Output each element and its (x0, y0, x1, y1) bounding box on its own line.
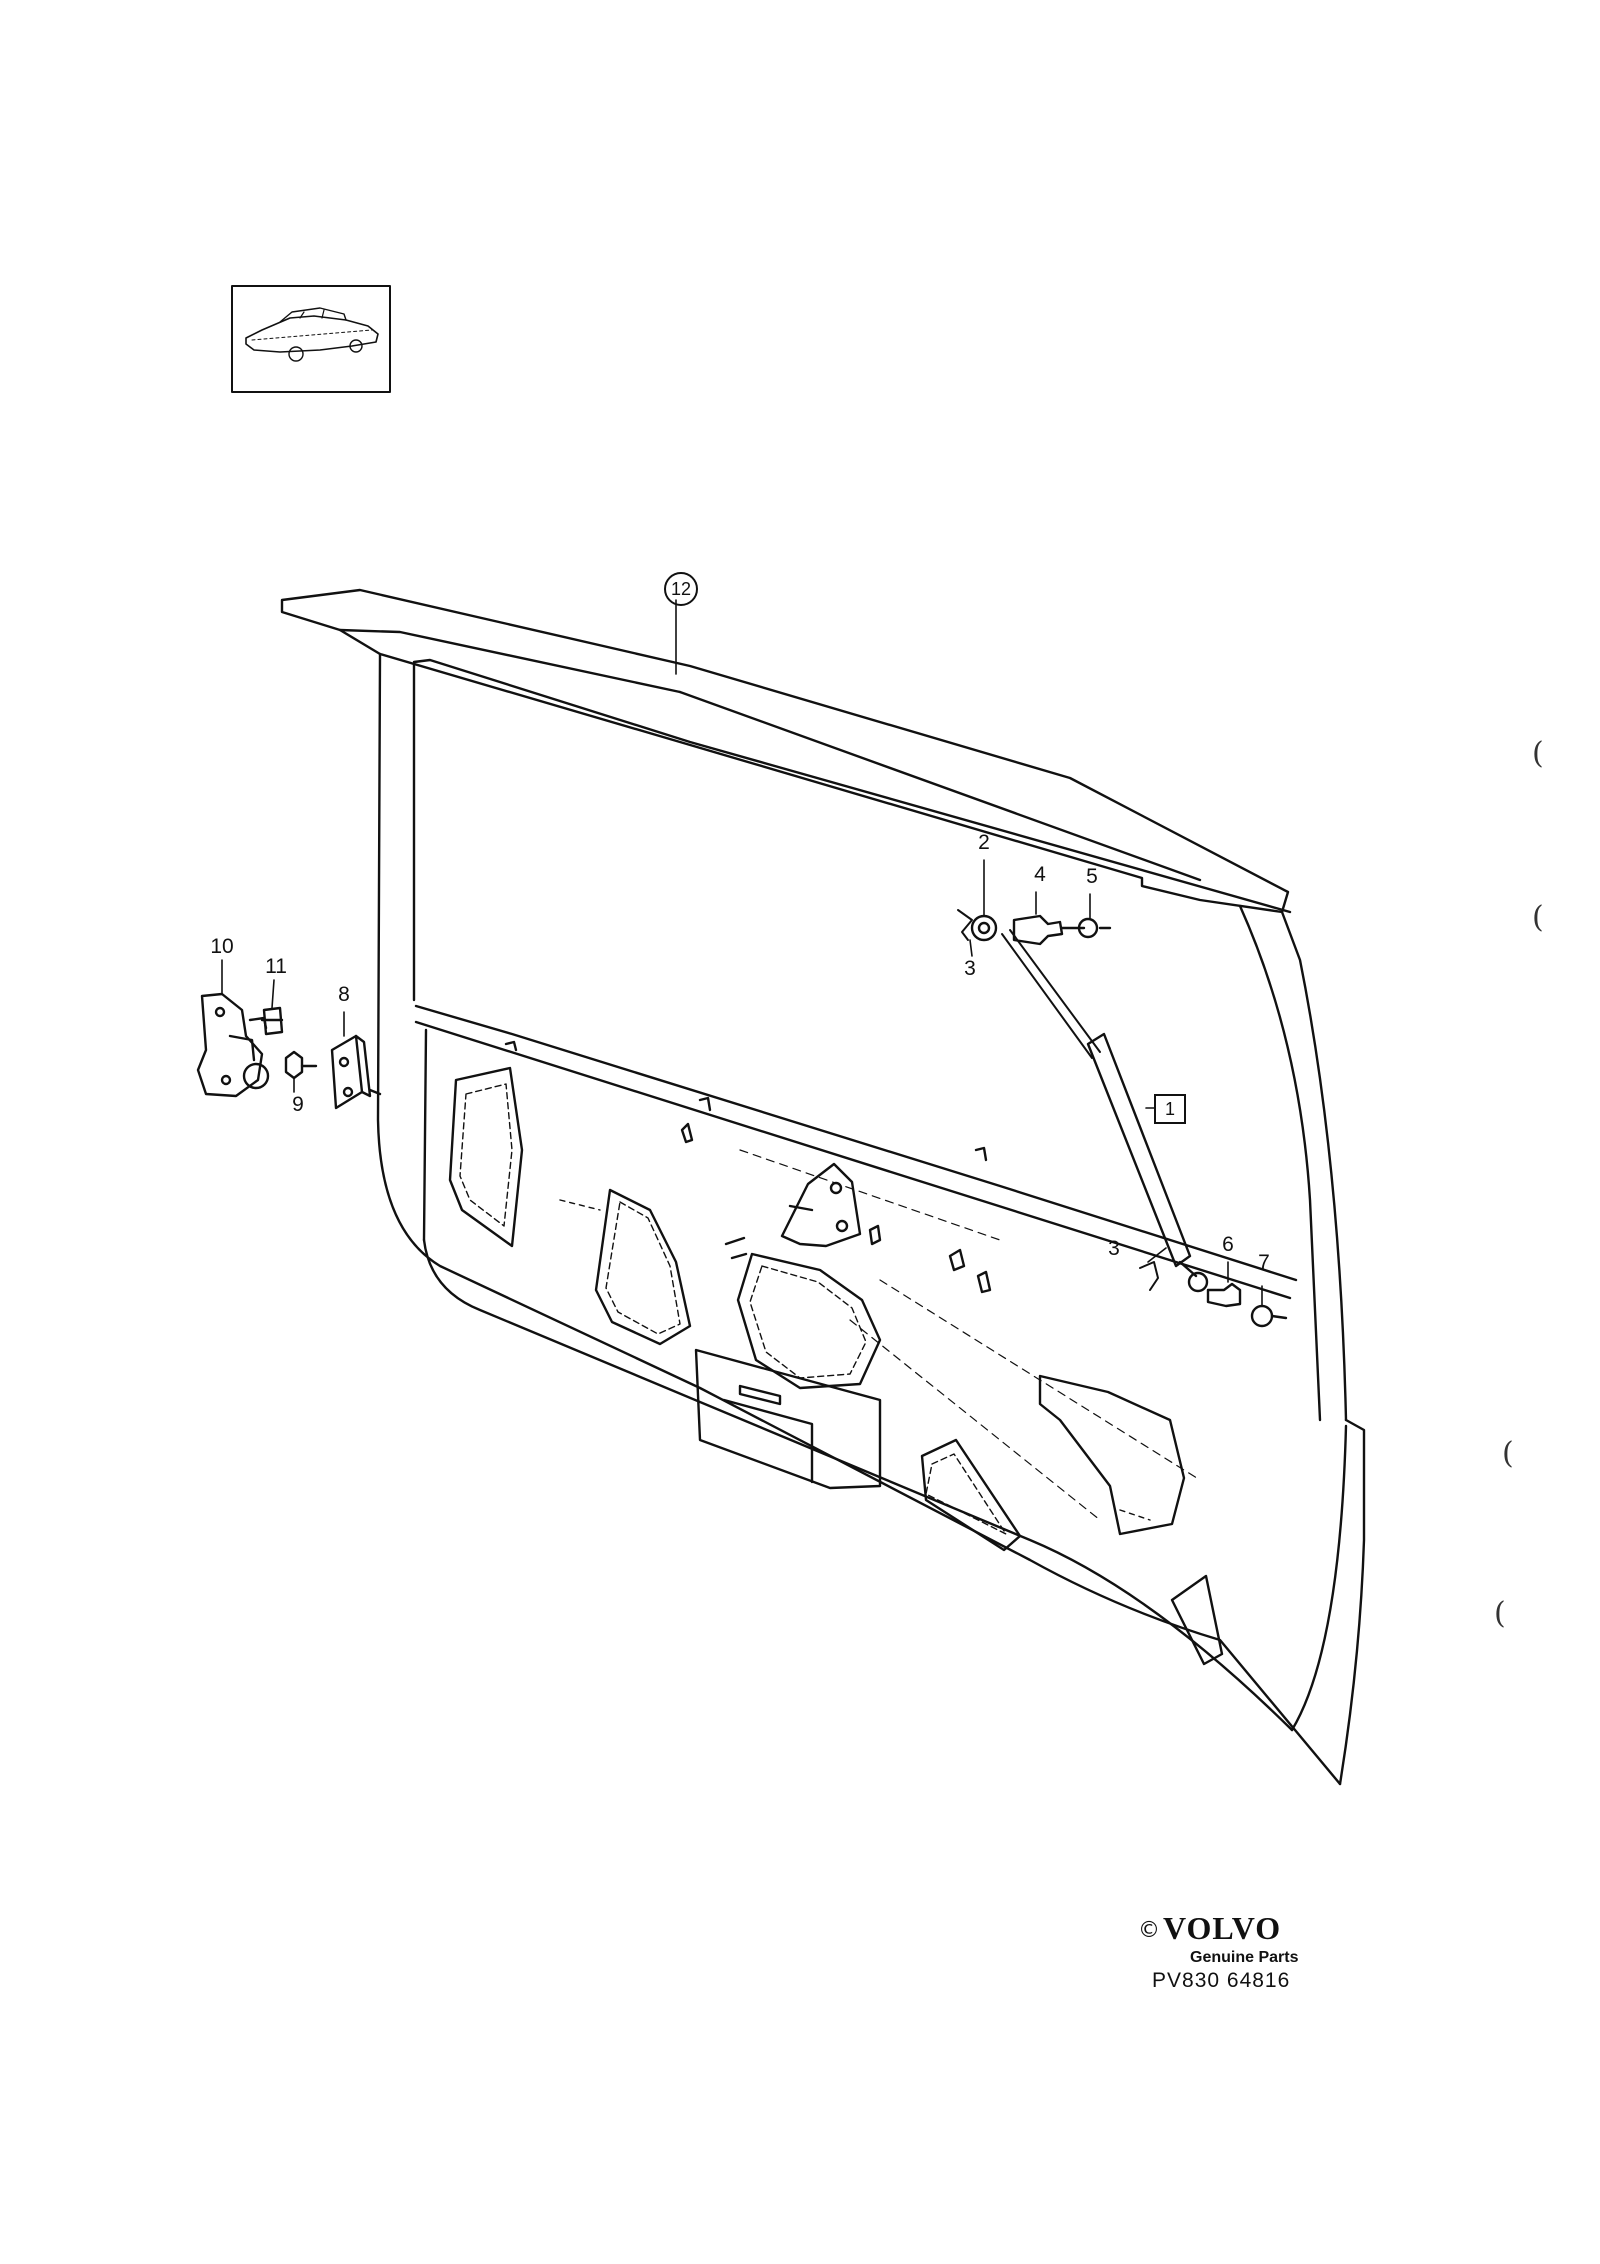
callout-4: 4 (1034, 863, 1046, 886)
hinge-assembly (196, 992, 382, 1110)
callout-1: 1 (1154, 1094, 1186, 1124)
callout-6: 6 (1222, 1233, 1234, 1256)
margin-mark: ( (1494, 1596, 1506, 1631)
callout-9: 9 (292, 1093, 304, 1116)
callout-3-top: 3 (964, 957, 976, 980)
callout-11: 11 (265, 955, 287, 978)
margin-mark: ( (1532, 900, 1544, 935)
leader-lines (221, 599, 1263, 1307)
copyright-mark: © (1138, 1918, 1161, 1943)
callout-5: 5 (1086, 865, 1098, 888)
margin-mark: ( (1502, 1436, 1514, 1471)
gas-strut-assembly (957, 909, 1288, 1328)
callout-10: 10 (210, 935, 234, 958)
margin-mark: ( (1532, 736, 1544, 771)
car-thumbnail-icon (231, 285, 391, 393)
callout-8: 8 (338, 983, 350, 1006)
callout-7: 7 (1258, 1251, 1270, 1274)
callout-12: 12 (664, 572, 698, 606)
tailgate-panel-illustration (280, 588, 1366, 1786)
brand-name: VOLVO (1163, 1910, 1282, 1946)
callout-2: 2 (978, 831, 990, 854)
brand-line: ©VOLVO (1138, 1910, 1338, 1947)
brand-block: ©VOLVO Genuine Parts PV830 64816 (1138, 1910, 1338, 1993)
part-code: PV830 64816 (1152, 1969, 1291, 1992)
callout-3-bottom: 3 (1108, 1237, 1120, 1260)
brand-subtitle: Genuine Parts (1190, 1949, 1299, 1966)
